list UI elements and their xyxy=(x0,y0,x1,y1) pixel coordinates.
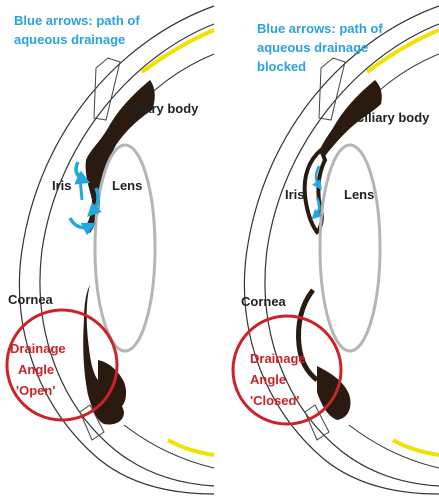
iris-lower-closed xyxy=(299,290,317,380)
sclera-band-top xyxy=(367,30,439,72)
cornea-curve xyxy=(265,24,439,486)
panel-closed: Blue arrows: path of aqueous drainage bl… xyxy=(233,6,439,494)
label-iris: Iris xyxy=(285,187,305,202)
sclera-inner-curve-lower xyxy=(349,425,439,468)
sclera-band-bottom xyxy=(168,440,214,455)
label-ciliary-body: Ciliary body xyxy=(355,110,430,125)
sclera-inner-curve-lower xyxy=(124,425,214,468)
label-lens: Lens xyxy=(344,187,374,202)
label-angle-line-2: Angle xyxy=(250,372,286,387)
caption-line-1: Blue arrows: path of xyxy=(257,21,383,36)
drainage-arrow-4 xyxy=(80,178,82,200)
label-angle-line-1: Drainage xyxy=(10,341,66,356)
sclera-band-bottom xyxy=(393,440,439,455)
panel-open: Blue arrows: path of aqueous drainage Ci… xyxy=(7,6,214,494)
blocked-arrow-2 xyxy=(315,198,319,216)
caption-line-3: blocked xyxy=(257,59,306,74)
label-angle-line-2: Angle xyxy=(18,362,54,377)
caption-line-1: Blue arrows: path of xyxy=(14,13,140,28)
label-angle-line-3: 'Closed' xyxy=(250,393,300,408)
label-iris: Iris xyxy=(52,178,72,193)
lens xyxy=(320,145,380,351)
lens xyxy=(95,145,155,351)
label-lens: Lens xyxy=(112,178,142,193)
label-angle-line-3: 'Open' xyxy=(16,383,55,398)
caption-line-2: aqueous drainage xyxy=(14,32,125,47)
drainage-arrow-3 xyxy=(70,218,90,228)
label-angle-line-1: Drainage xyxy=(250,351,306,366)
label-ciliary-body: Ciliary body xyxy=(124,101,199,116)
drainage-arrow-1 xyxy=(76,162,84,180)
label-cornea: Cornea xyxy=(241,294,287,309)
caption-line-2: aqueous drainage xyxy=(257,40,368,55)
conjunctiva-strip-bottom xyxy=(305,405,329,440)
cornea-curve xyxy=(40,24,214,486)
sclera-band-top xyxy=(142,30,214,72)
label-cornea: Cornea xyxy=(8,292,54,307)
